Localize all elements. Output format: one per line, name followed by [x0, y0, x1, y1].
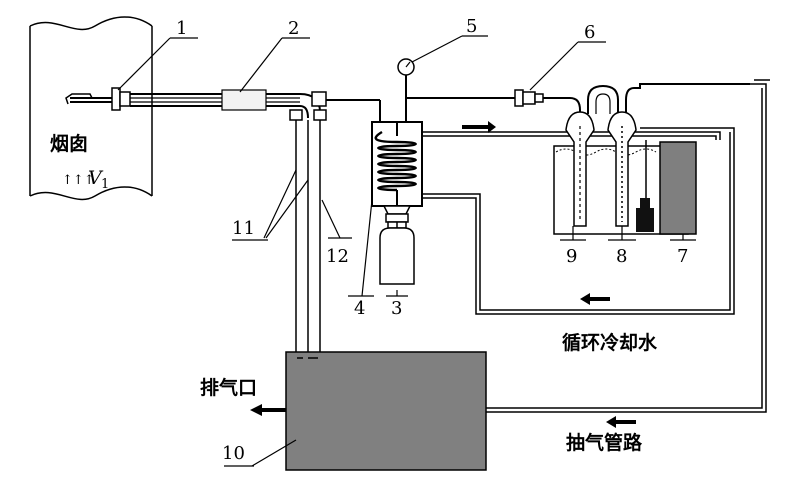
cooling-water-label: 循环冷却水	[562, 331, 658, 354]
gas-line-to-impingers	[406, 83, 750, 126]
label-1: 1	[176, 18, 187, 39]
label-4: 4	[354, 298, 365, 319]
label-3: 3	[391, 298, 402, 319]
chimney-label: 烟囱	[50, 132, 88, 155]
suction-line-label: 抽气管路	[566, 431, 643, 454]
condenser	[371, 121, 423, 229]
sampling-probe	[65, 87, 131, 111]
label-10: 10	[222, 443, 245, 464]
label-6: 6	[584, 22, 595, 43]
label-12: 12	[326, 246, 349, 267]
sampling-pump-box	[250, 351, 487, 471]
impinger-bottle-9	[565, 111, 595, 227]
heated-sampling-line	[130, 89, 327, 352]
cooling-water-loop	[422, 121, 735, 315]
impinger-bottle-8	[607, 111, 637, 227]
leader-lines	[117, 35, 696, 467]
label-7: 7	[677, 246, 688, 267]
chimney	[29, 16, 153, 201]
flow-arrows: ↑↑↑	[62, 173, 95, 188]
exhaust-label: 排气口	[200, 376, 257, 399]
label-11: 11	[232, 218, 255, 239]
label-2: 2	[288, 18, 299, 39]
gas-line-to-condenser	[326, 99, 381, 122]
velocity-subscript: 1	[101, 177, 109, 192]
label-5: 5	[466, 16, 477, 37]
velocity-label: V	[88, 167, 104, 189]
pressure-gauge	[397, 58, 415, 122]
condensate-bottle	[379, 222, 415, 285]
suction-line	[486, 79, 770, 428]
label-8: 8	[616, 246, 627, 267]
label-9: 9	[566, 246, 577, 267]
